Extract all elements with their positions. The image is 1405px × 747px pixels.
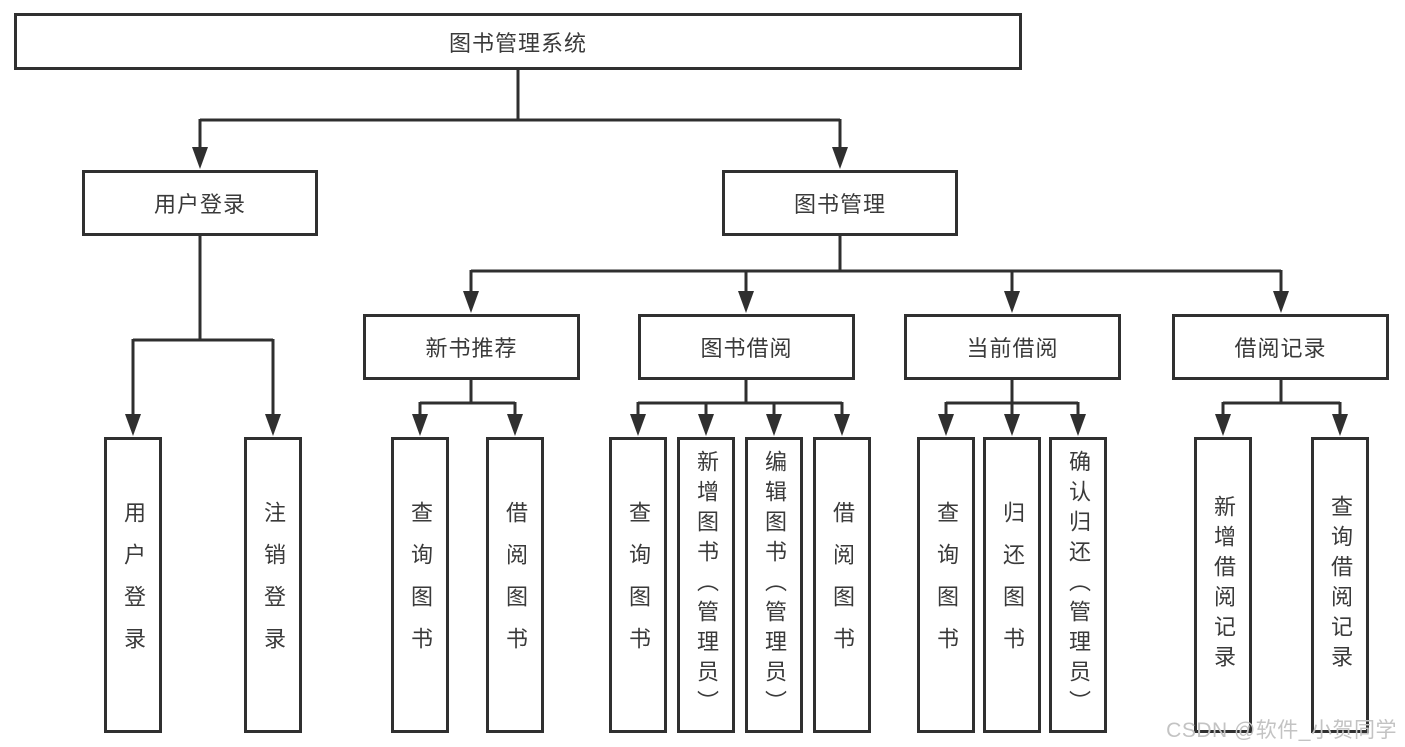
leaf-label: 新增借阅记录 [1211, 495, 1236, 675]
csdn-watermark: CSDN @软件_小贺同学 [1166, 719, 1397, 742]
node-label: 当前借阅 [966, 336, 1059, 361]
leaf-query-books-recommend: 查询图书 [391, 437, 449, 733]
leaf-label: 借阅图书 [503, 501, 528, 669]
node-user-login: 用户登录 [82, 170, 318, 236]
leaf-add-book-admin: 新增图书（管理员） [677, 437, 735, 733]
node-book-management: 图书管理 [722, 170, 958, 236]
leaf-label: 注销登录 [261, 501, 286, 669]
node-library-management-system: 图书管理系统 [14, 13, 1022, 70]
leaf-edit-book-admin: 编辑图书（管理员） [745, 437, 803, 733]
node-label: 图书借阅 [700, 336, 793, 361]
leaf-label: 查询图书 [408, 501, 433, 669]
node-book-borrow: 图书借阅 [638, 314, 855, 380]
node-label: 借阅记录 [1234, 336, 1327, 361]
node-label: 图书管理 [793, 192, 886, 217]
node-label: 图书管理系统 [448, 30, 587, 56]
leaf-query-books-borrow: 查询图书 [609, 437, 667, 733]
leaf-query-books-current: 查询图书 [917, 437, 975, 733]
leaf-query-borrow-record: 查询借阅记录 [1311, 437, 1369, 733]
leaf-return-books: 归还图书 [983, 437, 1041, 733]
leaf-add-borrow-record: 新增借阅记录 [1194, 437, 1252, 733]
leaf-label: 查询图书 [934, 501, 959, 669]
leaf-borrow-books-recommend: 借阅图书 [486, 437, 544, 733]
leaf-confirm-return-admin: 确认归还（管理员） [1049, 437, 1107, 733]
leaf-logout: 注销登录 [244, 437, 302, 733]
arrowheads [125, 147, 1348, 436]
node-current-borrow: 当前借阅 [904, 314, 1121, 380]
leaf-label: 编辑图书（管理员） [762, 450, 787, 720]
node-label: 新书推荐 [425, 336, 518, 361]
leaf-label: 确认归还（管理员） [1066, 450, 1091, 720]
leaf-label: 用户登录 [121, 501, 146, 669]
leaf-label: 归还图书 [1000, 501, 1025, 669]
leaf-label: 新增图书（管理员） [694, 450, 719, 720]
node-new-book-recommend: 新书推荐 [363, 314, 580, 380]
node-borrow-records: 借阅记录 [1172, 314, 1389, 380]
leaf-borrow-books: 借阅图书 [813, 437, 871, 733]
leaf-label: 借阅图书 [830, 501, 855, 669]
node-label: 用户登录 [153, 192, 246, 217]
leaf-label: 查询借阅记录 [1328, 495, 1353, 675]
leaf-label: 查询图书 [626, 501, 651, 669]
leaf-user-login: 用户登录 [104, 437, 162, 733]
